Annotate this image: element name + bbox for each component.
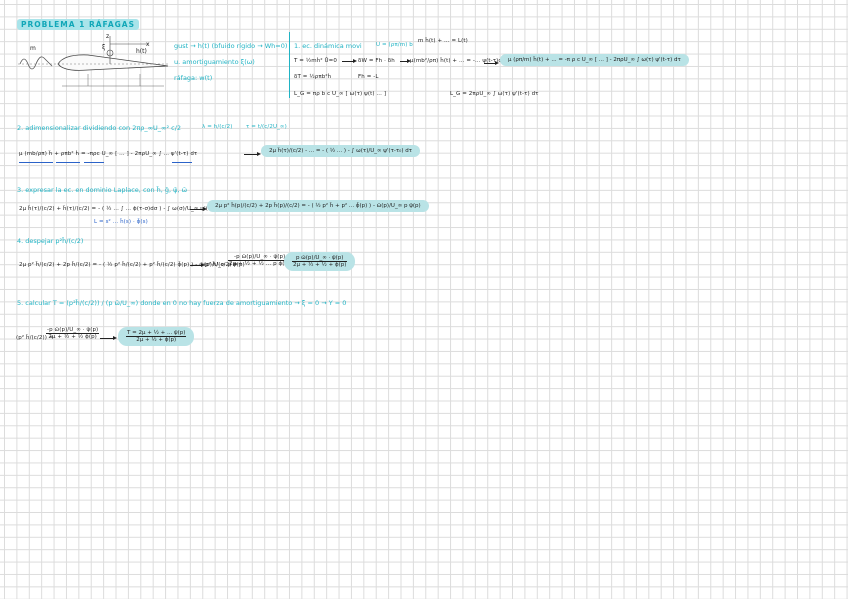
underline-mark	[84, 162, 104, 163]
step4-lhs: p² h̄/(c/2) =	[205, 262, 239, 268]
arrow	[342, 59, 357, 63]
underline-mark	[172, 162, 192, 163]
boxed-equation-4: p ω̄(p)/U_∞ · ψ̄(p) 2μ + ½ + ½ + ϕ̄(p)	[284, 252, 356, 271]
step3-equation: 2μ ḧ(τ)/(c/2) + ḧ(τ)/(c/2) = - ( ½ ... ∫…	[19, 206, 227, 212]
boxed-equation-5: T = 2μ + ½ + ... ψ̄(p) 2μ + ½ + ϕ̄(p)	[118, 327, 195, 346]
boxed4-numerator: p ω̄(p)/U_∞ · ψ̄(p)	[292, 255, 348, 262]
step3-note: L = s² ... h̄(s) · ϕ̄(s)	[94, 219, 148, 225]
divider-line	[289, 32, 291, 98]
arrow	[244, 152, 261, 156]
step4-denominator: 2μ + ½ + ½ ... p ϕ̄(p)	[229, 261, 291, 267]
arrow	[400, 59, 411, 63]
boxed5-denominator: 2μ + ½ + ϕ̄(p)	[136, 337, 177, 343]
z-label: z	[106, 33, 110, 40]
eq-lift-integral: L_G = 2πρU_∞ ∫ ω(τ) ψ'(t-τ) dτ	[450, 91, 539, 97]
page-title: PROBLEMA 1 RÁFAGAS	[17, 19, 139, 30]
u-definition: U = (ρπ/m) b	[376, 42, 413, 48]
eq-delta-t: δT = ½ρπb²ḣ	[294, 74, 332, 80]
underline-mark	[56, 162, 80, 163]
h-label: h(t)	[136, 48, 147, 55]
step5-heading: 5. calcular T = (p²h̄/(c/2)) / (p ω̄/U_∞…	[17, 299, 347, 307]
boxed-equation-2: 2μ ḧ(τ)/(c/2) - ... = - ( ½ ... ) - ∫ ω(…	[261, 145, 421, 157]
boxed4-denominator: 2μ + ½ + ½ + ϕ̄(p)	[293, 262, 347, 268]
eq-kinetic: T = ½mḣ² Ū=0	[294, 58, 337, 64]
arrow	[190, 263, 205, 267]
step2-aux-tau: τ = t/(c/2U_∞)	[246, 124, 287, 130]
step4-fraction: -p ω̄(p)/U_∞ · ψ̄(p) 2μ + ½ + ½ ... p ϕ̄…	[228, 254, 292, 267]
underline-mark	[19, 162, 53, 163]
step2-aux-lambda: λ = h/(c/2)	[202, 124, 233, 130]
boxed-equation-1: μ (ρπ/m) ḧ(t) + ... = -π ρ c U_∞ [ ... ]…	[500, 54, 689, 66]
gust-note: gust → h(t) (bfuido rígido → Wh=0)	[174, 42, 288, 50]
xi-label: ξ	[102, 44, 106, 51]
eq-force: Fh = -L	[358, 74, 379, 80]
eq-work: δW = Fh · δh	[358, 58, 395, 64]
step3-heading: 3. expresar la ec. en dominio Laplace, c…	[17, 186, 188, 194]
step2-heading: 2. adimensionalizar dividiendo con 2πρ_∞…	[17, 124, 182, 132]
x-label: x	[146, 41, 150, 48]
arrow	[484, 61, 499, 65]
step5-fraction: -p ω̄(p)/U_∞ · ψ̄(p) 2μ + ½ + ½ ϕ̄(p)	[46, 327, 100, 340]
arrow	[190, 207, 207, 211]
step4-numerator: -p ω̄(p)/U_∞ · ψ̄(p)	[228, 254, 292, 261]
gust-wg-note: ráfaga: w(t)	[174, 74, 213, 82]
section1-heading: 1. ec. dinámica movi	[294, 42, 362, 50]
eq-motion-expanded: μ(mb²/ρπ) ḧ(t) + ... = -... ψ(t-τ)dτ	[410, 58, 506, 64]
step4-heading: 4. despejar p²h̄/(c/2)	[17, 237, 84, 245]
damping-note: u. amortiguamiento ξ(ω)	[174, 58, 255, 66]
step5-lhs: (p² h̄/(c/2)) =	[16, 335, 54, 341]
boxed5-numerator: T = 2μ + ½ + ... ψ̄(p)	[126, 330, 187, 337]
airfoil-diagram	[18, 36, 169, 87]
step2-equation: μ (mb/ρπ) ḧ + ρπb² ḣ = -πρc U_∞ [ ... ] …	[19, 151, 198, 157]
step5-numerator: -p ω̄(p)/U_∞ · ψ̄(p)	[46, 327, 100, 334]
mass-label: m	[30, 45, 36, 52]
arrow	[100, 336, 117, 340]
eq-motion: m ḧ(t) + ... = L(t)	[418, 38, 468, 44]
boxed-equation-3: 2μ p² h̄(p)/(c/2) + 2p h̄(p)/(c/2) = - (…	[207, 200, 429, 212]
eq-lift-gust: L_G = πρ b c U_∞ [ ω(τ) ψ(t) ... ]	[294, 91, 387, 97]
step4-equation: 2μ p² h̄/(c/2) + 2p h̄/(c/2) = - ( ½ p² …	[19, 262, 245, 268]
step5-denominator: 2μ + ½ + ½ ϕ̄(p)	[48, 334, 97, 340]
